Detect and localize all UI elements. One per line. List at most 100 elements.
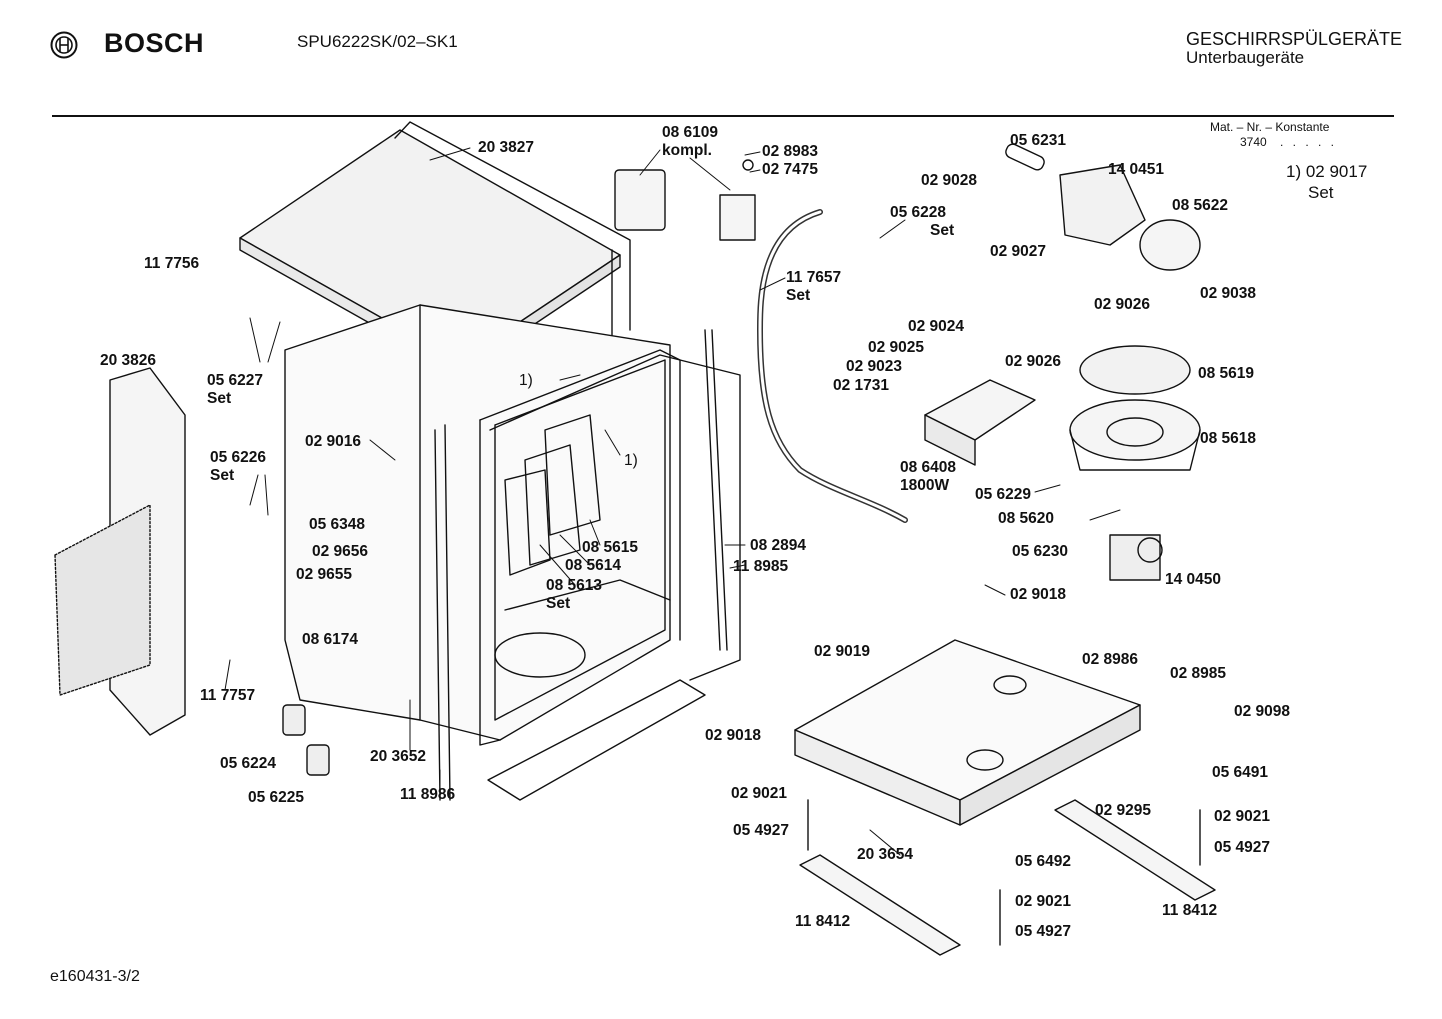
foot-rails <box>799 799 1216 956</box>
part-label: 05 6229 <box>975 486 1032 503</box>
part-label: 08 5618 <box>1200 430 1257 447</box>
part-label: 05 6230 <box>1012 543 1069 560</box>
part-label: 08 5622 <box>1172 197 1229 214</box>
part-label: 02 9028 <box>921 172 978 189</box>
part-label: 02 9026 <box>1094 296 1151 313</box>
part-label: 02 9027 <box>990 243 1047 260</box>
side-panel-left <box>54 367 186 736</box>
part-label: 05 6226 <box>210 449 267 466</box>
part-label: 11 8986 <box>400 786 456 803</box>
circulation-pump <box>1005 143 1201 271</box>
part-label: 08 5615 <box>582 539 639 556</box>
part-label: 02 1731 <box>833 377 890 394</box>
part-note: Set <box>546 595 571 612</box>
part-label: 02 8985 <box>1170 665 1227 682</box>
model-number: SPU6222SK/02–SK1 <box>297 32 458 51</box>
part-label: 02 7475 <box>762 161 819 178</box>
pressure-switches <box>282 704 330 776</box>
heater-block <box>924 379 1036 466</box>
part-label: 02 9016 <box>305 433 362 450</box>
constant-dots: . . . . . <box>1280 135 1338 149</box>
header-rule <box>52 115 1394 117</box>
part-label: 11 7757 <box>200 687 256 704</box>
part-label: 02 9021 <box>1015 893 1072 910</box>
part-label: 02 9021 <box>731 785 788 802</box>
bottom-rail <box>487 679 706 801</box>
footnote-marker: 1) <box>519 372 533 389</box>
brand-name: BOSCH <box>104 28 205 58</box>
sump-assembly <box>1069 345 1201 471</box>
part-note: 1800W <box>900 477 950 494</box>
part-label: 02 9026 <box>1005 353 1062 370</box>
part-label: 05 6224 <box>220 755 277 772</box>
part-label: 02 9098 <box>1234 703 1291 720</box>
footnote-set: Set <box>1308 183 1334 202</box>
part-label: 02 8983 <box>762 143 819 160</box>
part-label: 08 6174 <box>302 631 359 648</box>
category-title: GESCHIRRSPÜLGERÄTE <box>1186 29 1403 49</box>
part-label: 05 6231 <box>1010 132 1067 149</box>
category-subtitle: Unterbaugeräte <box>1186 48 1305 67</box>
base-tray <box>794 639 1141 826</box>
part-label: 11 7756 <box>144 255 200 272</box>
part-label: 08 6408 <box>900 459 957 476</box>
part-label: 08 5613 <box>546 577 603 594</box>
part-label: 05 4927 <box>1214 839 1271 856</box>
constant-label: Mat. – Nr. – Konstante <box>1210 120 1330 134</box>
door-gasket <box>489 354 741 681</box>
part-label: 14 0451 <box>1108 161 1165 178</box>
part-label: 05 6491 <box>1212 764 1269 781</box>
part-label: 05 4927 <box>733 822 790 839</box>
drain-pump <box>1109 534 1163 581</box>
footnote-part: 1) 02 9017 <box>1286 162 1368 181</box>
part-label: 08 5619 <box>1198 365 1255 382</box>
part-label: 20 3826 <box>100 352 157 369</box>
part-label: 05 6228 <box>890 204 947 221</box>
part-note: Set <box>930 222 955 239</box>
part-label: 02 9023 <box>846 358 903 375</box>
part-label: 11 8412 <box>1162 902 1218 919</box>
part-label: 02 9295 <box>1095 802 1152 819</box>
part-label: 02 9656 <box>312 543 369 560</box>
part-label: 02 8986 <box>1082 651 1139 668</box>
part-label: 02 9655 <box>296 566 353 583</box>
part-note: Set <box>210 467 235 484</box>
rear-frame <box>394 121 631 341</box>
constant-value: 3740 <box>1240 135 1267 149</box>
part-label: 20 3652 <box>370 748 427 765</box>
part-label: 08 6109 <box>662 124 719 141</box>
part-note: Set <box>207 390 232 407</box>
leader-lines <box>224 147 1121 856</box>
part-label: 05 6348 <box>309 516 366 533</box>
part-label: 11 7657 <box>786 269 842 286</box>
part-label: 14 0450 <box>1165 571 1222 588</box>
part-note: Set <box>786 287 811 304</box>
part-label: 08 5620 <box>998 510 1055 527</box>
part-label: 11 8985 <box>733 558 789 575</box>
leveling-screws <box>807 799 1201 946</box>
part-label: 02 9038 <box>1200 285 1257 302</box>
footnote-marker: 1) <box>624 452 638 469</box>
part-label: 20 3827 <box>478 139 535 156</box>
part-label: 02 9018 <box>705 727 762 744</box>
document-id: e160431-3/2 <box>50 968 140 985</box>
inlet-valve <box>614 159 756 241</box>
part-label: 05 6492 <box>1015 853 1072 870</box>
bosch-logo-icon <box>50 31 78 59</box>
part-note: kompl. <box>662 142 712 159</box>
part-label: 02 9025 <box>868 339 925 356</box>
part-label: 02 9024 <box>908 318 965 335</box>
part-label: 02 9021 <box>1214 808 1271 825</box>
filter-frames <box>504 414 601 576</box>
part-label: 11 8412 <box>795 913 851 930</box>
part-label: 08 5614 <box>565 557 622 574</box>
tub-body <box>284 304 681 746</box>
part-label: 05 6225 <box>248 789 305 806</box>
part-label: 08 2894 <box>750 537 807 554</box>
seal-strips <box>434 329 728 801</box>
part-label: 05 6227 <box>207 372 264 389</box>
part-label: 05 4927 <box>1015 923 1072 940</box>
part-label: 02 9018 <box>1010 586 1067 603</box>
part-label: 02 9019 <box>814 643 871 660</box>
